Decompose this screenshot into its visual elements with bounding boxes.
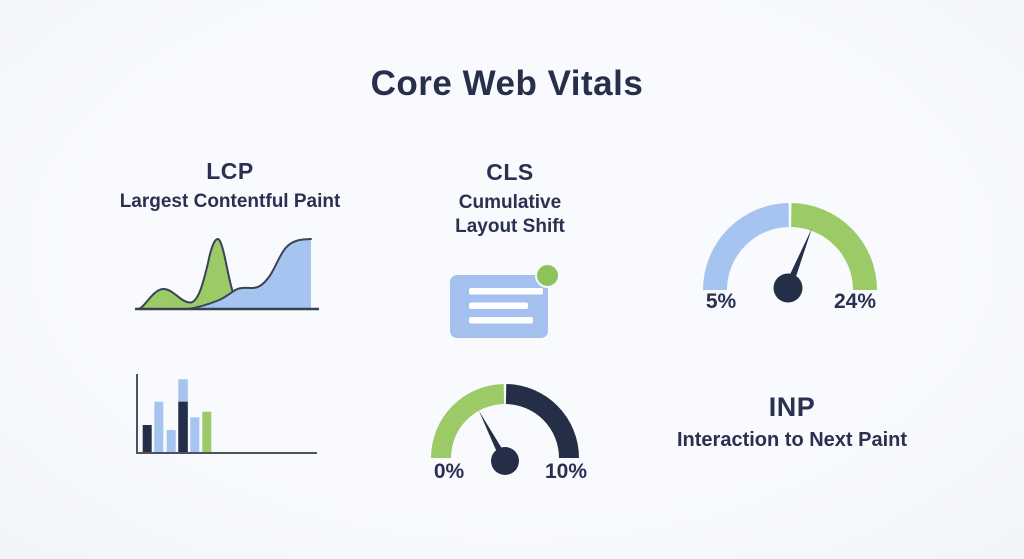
gauge-left-label: 5% (706, 290, 737, 313)
inp-section-header: INP Interaction to Next Paint (660, 392, 924, 452)
gauge-right-label: 24% (834, 290, 876, 313)
bar-4-navy-overlay (178, 401, 188, 453)
shift-dot (535, 263, 560, 288)
cls-section-header: CLS Cumulative Layout Shift (400, 159, 620, 239)
bar-3-blue (166, 430, 176, 453)
card-text-line-3 (469, 317, 533, 324)
gauge-top-right: 5% 24% (703, 203, 877, 313)
gauge-arc-left-blue (703, 203, 789, 290)
cls-name: Cumulative Layout Shift (400, 191, 620, 239)
cls-abbr: CLS (486, 159, 534, 185)
gauge-arc-right-green (791, 203, 877, 290)
bar-2-blue (154, 401, 164, 453)
cls-name-line2: Layout Shift (455, 216, 565, 237)
cls-name-line1: Cumulative (458, 192, 562, 213)
bar-5-blue (190, 417, 200, 453)
layout-card-with-shift-dot-icon (450, 263, 560, 338)
card-text-line-2 (469, 302, 528, 309)
gauge-arc-left-green (431, 384, 505, 458)
inp-abbr: INP (768, 392, 816, 422)
lcp-name: Largest Contentful Paint (119, 191, 341, 212)
area-series-green (138, 238, 247, 309)
lcp-bar-chart (136, 374, 317, 454)
lcp-abbr: LCP (206, 158, 254, 184)
gauge-hub (773, 273, 803, 303)
lcp-area-chart (135, 237, 319, 311)
gauge-bottom-center: 0% 10% (431, 384, 587, 483)
bar-1-navy (142, 425, 152, 453)
bar-6-green (202, 411, 212, 453)
inp-name: Interaction to Next Paint (676, 429, 908, 451)
gauge-arc-right-navy (505, 384, 579, 458)
gauge-left-label: 0% (434, 460, 465, 483)
page-title: Core Web Vitals (370, 64, 644, 103)
area-series-blue-outline (187, 238, 312, 310)
card-text-line-1 (469, 288, 543, 295)
lcp-section-header: LCP Largest Contentful Paint (110, 158, 350, 214)
gauge-hub (491, 447, 519, 475)
gauge-right-label: 10% (545, 460, 587, 483)
